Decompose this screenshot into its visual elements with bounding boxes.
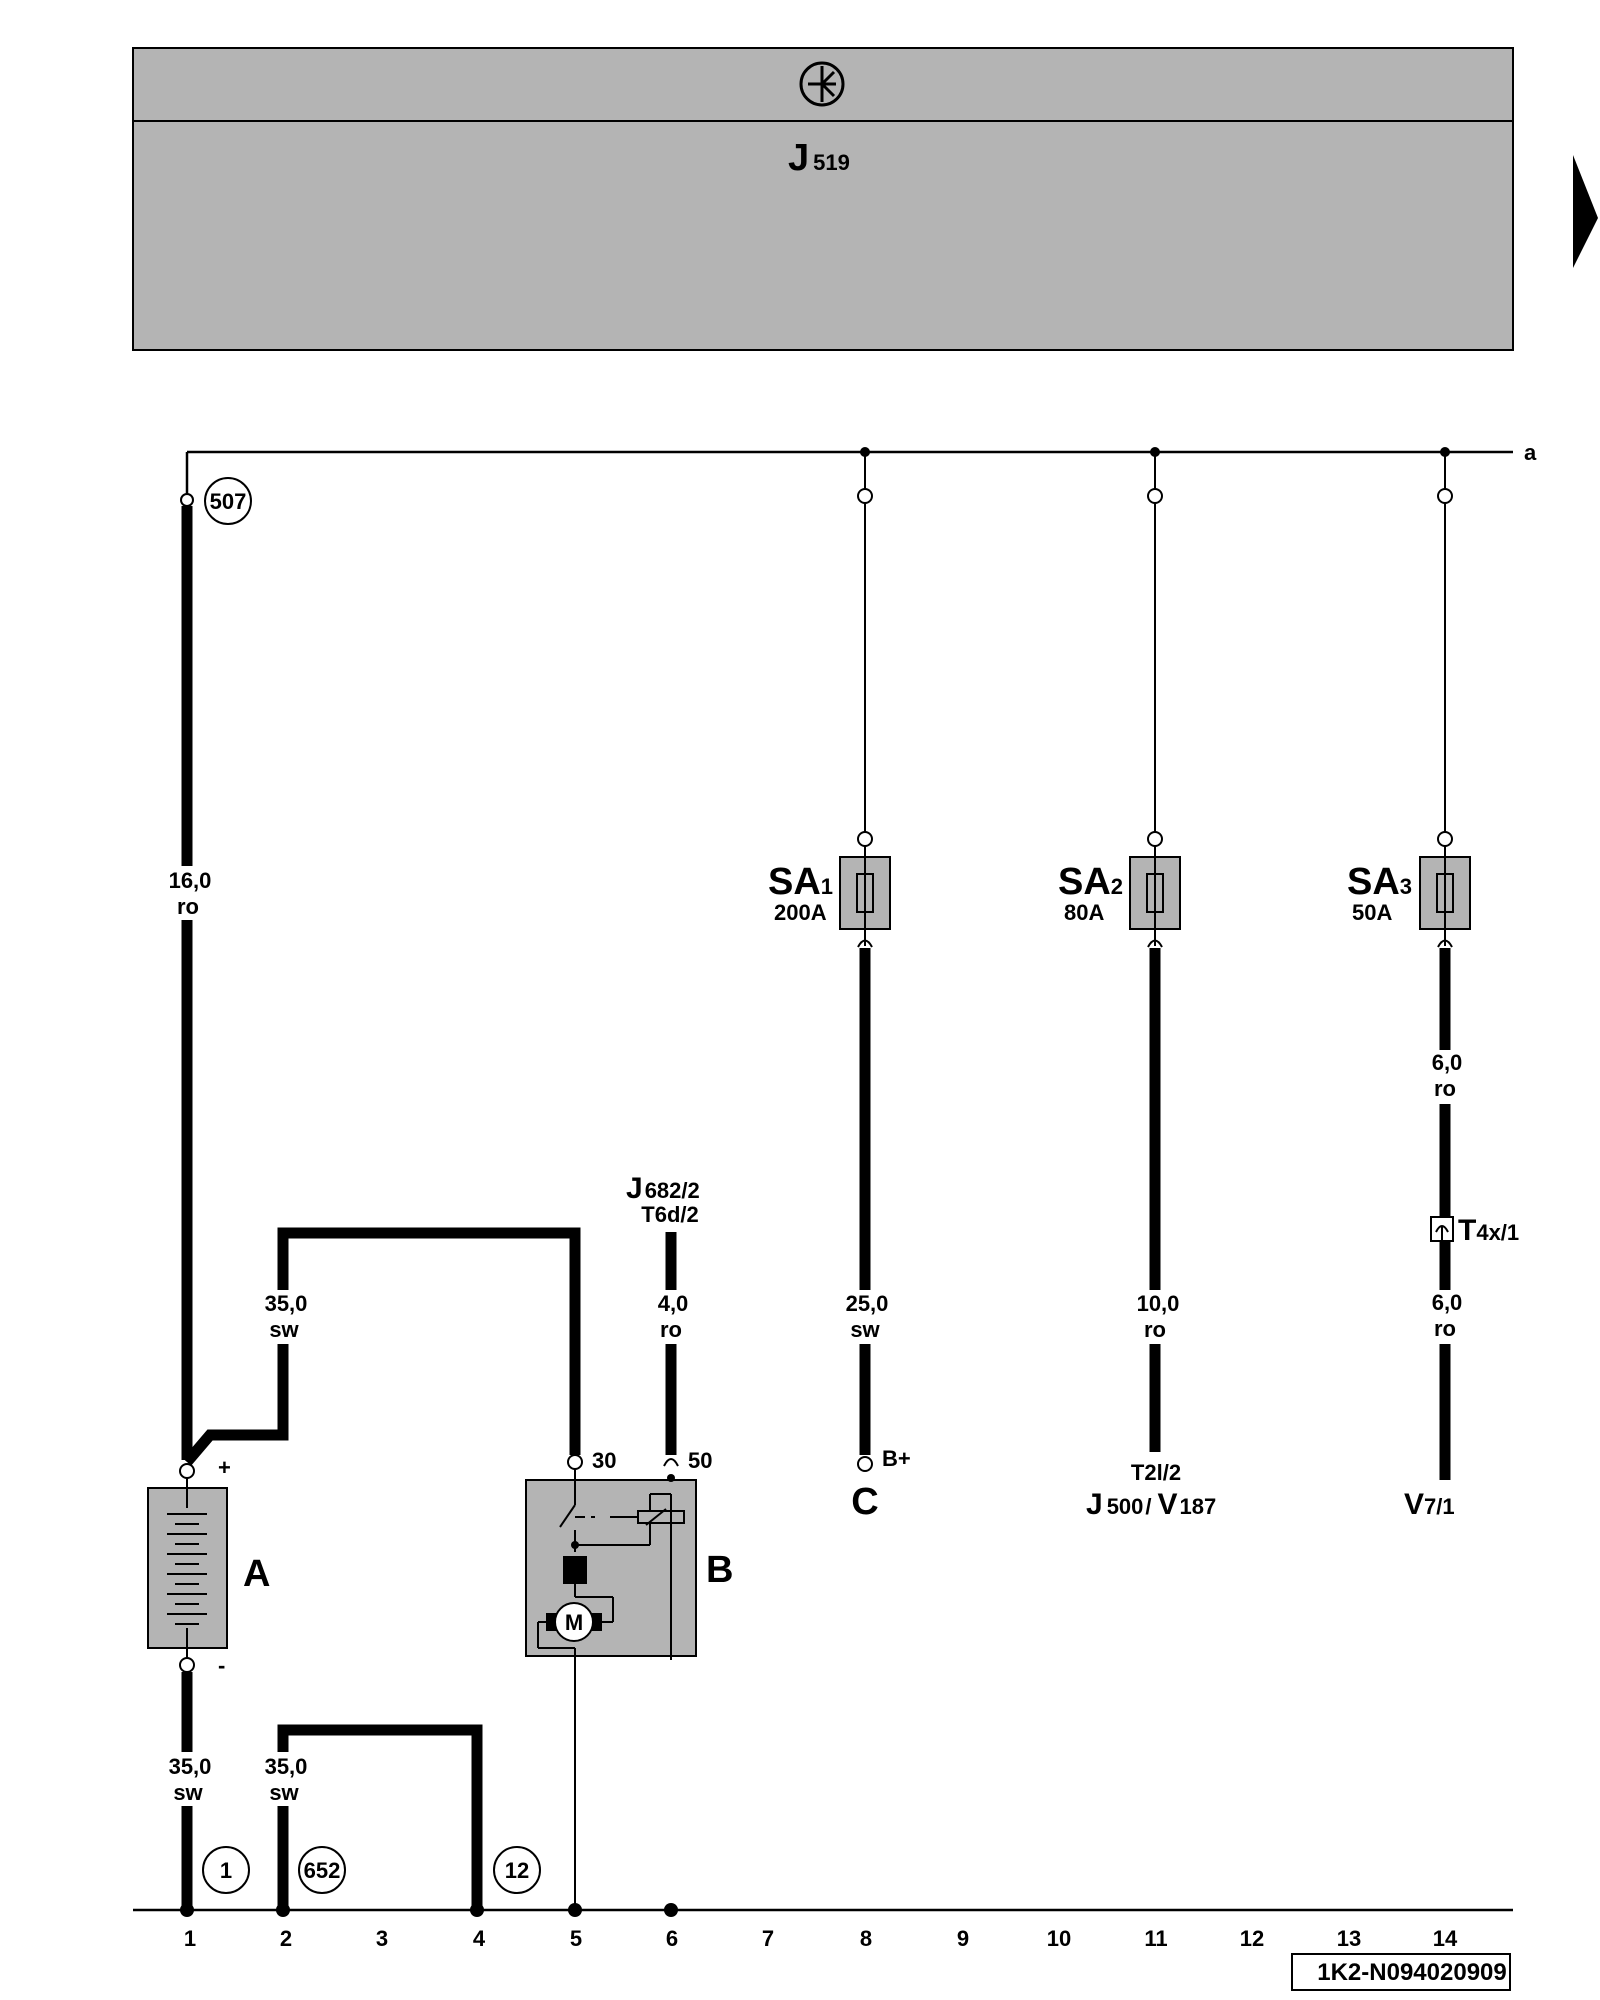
fuse-sa2-label: SA2 — [1058, 861, 1123, 903]
column-numbers: 1 2 3 4 5 6 7 8 9 10 11 12 13 14 — [184, 1926, 1458, 1951]
starter-terminal-50: 50 — [688, 1448, 712, 1473]
wire-size-label: 16,0 — [169, 868, 212, 893]
ref-circle-507: 507 — [204, 477, 252, 525]
fuse-sa1-rating: 200A — [774, 900, 827, 925]
column-number: 12 — [1240, 1926, 1264, 1951]
svg-text:M: M — [565, 1610, 583, 1635]
column-number: 1 — [184, 1926, 196, 1951]
bus-label: a — [1524, 440, 1537, 465]
column-number: 4 — [473, 1926, 486, 1951]
svg-text:12: 12 — [505, 1858, 529, 1883]
battery-label: A — [243, 1553, 270, 1595]
svg-text:652: 652 — [304, 1858, 341, 1883]
wire-size-label: 25,0 — [846, 1291, 889, 1316]
column-number: 8 — [860, 1926, 872, 1951]
wire-size-label: 6,0 — [1432, 1290, 1463, 1315]
wire-color-label: sw — [269, 1317, 299, 1342]
svg-text:1: 1 — [220, 1858, 232, 1883]
ref-circle-12: 12 — [493, 1846, 541, 1894]
battery-plus-label: + — [218, 1455, 231, 1480]
fuse-sa3-branch: SA3 50A 6,0 ro T4x/1 6,0 ro V7/1 — [1347, 452, 1519, 1521]
j682-label: J682/2 — [626, 1172, 700, 1205]
j682-connector-label: T6d/2 — [641, 1202, 698, 1227]
starter-motor: 30 M B — [525, 1448, 733, 1917]
connector-t4x-icon — [1430, 1216, 1454, 1242]
ref-circle-652: 652 — [298, 1846, 346, 1894]
column-number: 6 — [666, 1926, 678, 1951]
wire-color-label: ro — [1434, 1076, 1456, 1101]
next-page-arrow-icon[interactable] — [1573, 155, 1598, 268]
fuse-sa3-label: SA3 — [1347, 861, 1412, 903]
wire-color-label: sw — [850, 1317, 880, 1342]
fuse-sa1 — [839, 846, 891, 946]
c-label: C — [851, 1481, 878, 1523]
battery-negative-wire: 35,0 sw — [165, 1672, 211, 1917]
column-number: 9 — [957, 1926, 969, 1951]
battery-minus-label: - — [218, 1653, 225, 1678]
fuse-sa2 — [1129, 846, 1181, 946]
column-number: 3 — [376, 1926, 388, 1951]
wire-color-label: ro — [660, 1317, 682, 1342]
starter-terminal-30: 30 — [592, 1448, 616, 1473]
fuse-sa3 — [1419, 846, 1471, 946]
connector-t4x-label: T4x/1 — [1458, 1214, 1519, 1247]
battery-cell-icon — [167, 1513, 207, 1625]
column-number: 7 — [762, 1926, 774, 1951]
drawing-code: 1K2-N094020909 — [1317, 1959, 1506, 1986]
wire-color-label: ro — [1434, 1316, 1456, 1341]
c-terminal-label: B+ — [882, 1446, 911, 1471]
column-number: 2 — [280, 1926, 292, 1951]
column-number: 11 — [1144, 1926, 1167, 1951]
wire-size-label: 10,0 — [1137, 1291, 1180, 1316]
column-number: 13 — [1337, 1926, 1361, 1951]
motor-icon: M — [554, 1602, 594, 1642]
column-number: 5 — [570, 1926, 582, 1951]
starter-label: B — [706, 1549, 733, 1591]
ref-circle-1: 1 — [202, 1846, 250, 1894]
battery-starter-wire: 35,0 sw — [182, 1227, 581, 1466]
wire-size-label: 6,0 — [1432, 1050, 1463, 1075]
starter-terminal-50-wire: J682/2 T6d/2 4,0 ro 50 — [626, 1172, 712, 1917]
j500-connector-label: T2l/2 — [1131, 1460, 1181, 1485]
v7-label: V7/1 — [1404, 1488, 1455, 1521]
wire-color-label: sw — [173, 1780, 203, 1805]
ground-icon — [799, 61, 845, 107]
drawing-code-box: 1K2-N094020909 — [1291, 1953, 1511, 1991]
column-number: 14 — [1433, 1926, 1458, 1951]
wire-size-label: 35,0 — [265, 1754, 308, 1779]
wire-size-label: 4,0 — [658, 1291, 689, 1316]
fuse-sa1-label: SA1 — [768, 861, 833, 903]
wire-size-label: 35,0 — [265, 1291, 308, 1316]
svg-text:507: 507 — [210, 489, 247, 514]
battery-positive-wire: 16,0 ro — [165, 493, 212, 1460]
wire-size-label: 35,0 — [169, 1754, 212, 1779]
wire-color-label: sw — [269, 1780, 299, 1805]
wire-color-label: ro — [177, 894, 199, 919]
fuse-sa2-rating: 80A — [1064, 900, 1104, 925]
fuse-sa1-branch: SA1 200A 25,0 sw B+ C — [768, 452, 911, 1523]
battery: + A - — [147, 1455, 270, 1678]
ground-wire-2-4: 35,0 sw — [262, 1724, 484, 1917]
wire-color-label: ro — [1144, 1317, 1166, 1342]
fuse-sa3-rating: 50A — [1352, 900, 1392, 925]
column-number: 10 — [1047, 1926, 1071, 1951]
